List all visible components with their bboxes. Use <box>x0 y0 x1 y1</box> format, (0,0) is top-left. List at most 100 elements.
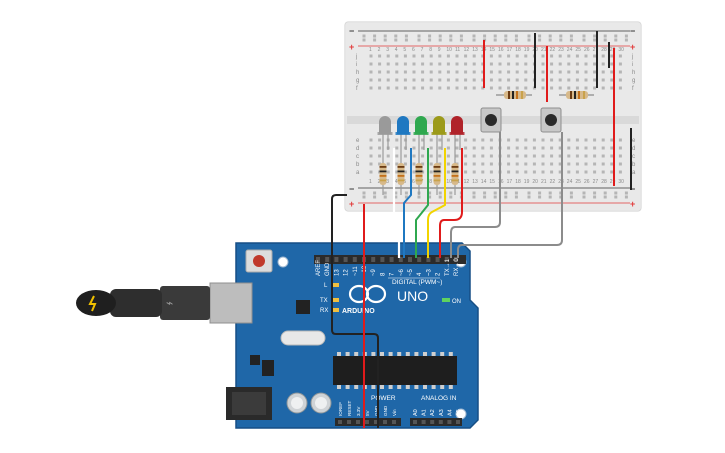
breadboard-hole[interactable] <box>515 86 519 90</box>
breadboard-hole[interactable] <box>567 170 571 174</box>
rail-hole[interactable] <box>514 34 518 38</box>
breadboard-hole[interactable] <box>386 170 390 174</box>
breadboard-hole[interactable] <box>386 62 390 66</box>
header-pin[interactable] <box>426 257 431 262</box>
rail-hole[interactable] <box>373 195 377 199</box>
breadboard-hole[interactable] <box>395 54 399 58</box>
breadboard-hole[interactable] <box>481 54 485 58</box>
breadboard-hole[interactable] <box>507 154 511 158</box>
breadboard-hole[interactable] <box>601 86 605 90</box>
header-pin[interactable] <box>347 420 351 424</box>
breadboard-hole[interactable] <box>438 70 442 74</box>
rail-hole[interactable] <box>493 195 497 199</box>
breadboard-hole[interactable] <box>395 146 399 150</box>
rail-hole[interactable] <box>472 191 476 195</box>
header-pin[interactable] <box>421 420 426 424</box>
breadboard-hole[interactable] <box>446 70 450 74</box>
header-pin[interactable] <box>338 420 342 424</box>
breadboard-hole[interactable] <box>429 62 433 66</box>
breadboard-hole[interactable] <box>524 78 528 82</box>
breadboard-hole[interactable] <box>446 154 450 158</box>
breadboard-hole[interactable] <box>550 146 554 150</box>
breadboard-hole[interactable] <box>429 54 433 58</box>
breadboard-hole[interactable] <box>584 62 588 66</box>
breadboard-hole[interactable] <box>618 154 622 158</box>
breadboard-hole[interactable] <box>618 146 622 150</box>
breadboard-hole[interactable] <box>507 146 511 150</box>
breadboard-hole[interactable] <box>575 78 579 82</box>
breadboard-hole[interactable] <box>515 146 519 150</box>
breadboard-hole[interactable] <box>575 70 579 74</box>
breadboard-hole[interactable] <box>507 78 511 82</box>
breadboard-hole[interactable] <box>489 162 493 166</box>
rail-hole[interactable] <box>449 195 453 199</box>
breadboard-hole[interactable] <box>584 54 588 58</box>
breadboard-hole[interactable] <box>455 146 459 150</box>
breadboard-hole[interactable] <box>489 78 493 82</box>
header-pin[interactable] <box>417 257 422 262</box>
breadboard-hole[interactable] <box>429 170 433 174</box>
breadboard-hole[interactable] <box>532 146 536 150</box>
breadboard-hole[interactable] <box>455 62 459 66</box>
rail-hole[interactable] <box>548 195 552 199</box>
rail-hole[interactable] <box>514 195 518 199</box>
breadboard-hole[interactable] <box>558 62 562 66</box>
rail-hole[interactable] <box>383 195 387 199</box>
breadboard-hole[interactable] <box>618 86 622 90</box>
breadboard-hole[interactable] <box>515 62 519 66</box>
breadboard-hole[interactable] <box>575 86 579 90</box>
breadboard-hole[interactable] <box>378 162 382 166</box>
breadboard-hole[interactable] <box>584 154 588 158</box>
breadboard-hole[interactable] <box>455 54 459 58</box>
breadboard-hole[interactable] <box>438 154 442 158</box>
breadboard-hole[interactable] <box>472 154 476 158</box>
rail-hole[interactable] <box>538 38 542 42</box>
breadboard-hole[interactable] <box>558 54 562 58</box>
breadboard-hole[interactable] <box>464 86 468 90</box>
breadboard-hole[interactable] <box>515 170 519 174</box>
breadboard-hole[interactable] <box>481 138 485 142</box>
breadboard-hole[interactable] <box>395 62 399 66</box>
breadboard-hole[interactable] <box>498 70 502 74</box>
rail-hole[interactable] <box>404 34 408 38</box>
header-pin[interactable] <box>334 257 339 262</box>
breadboard-hole[interactable] <box>386 78 390 82</box>
rail-hole[interactable] <box>417 34 421 38</box>
breadboard-hole[interactable] <box>446 78 450 82</box>
rail-hole[interactable] <box>514 38 518 42</box>
breadboard-hole[interactable] <box>395 70 399 74</box>
breadboard-hole[interactable] <box>524 70 528 74</box>
breadboard-hole[interactable] <box>412 54 416 58</box>
breadboard-hole[interactable] <box>550 170 554 174</box>
breadboard-hole[interactable] <box>601 146 605 150</box>
breadboard-hole[interactable] <box>403 162 407 166</box>
breadboard-hole[interactable] <box>567 146 571 150</box>
rail-hole[interactable] <box>624 34 628 38</box>
breadboard-hole[interactable] <box>550 138 554 142</box>
rail-hole[interactable] <box>538 195 542 199</box>
breadboard-hole[interactable] <box>507 86 511 90</box>
breadboard-hole[interactable] <box>421 54 425 58</box>
breadboard-hole[interactable] <box>481 170 485 174</box>
breadboard-hole[interactable] <box>558 78 562 82</box>
breadboard-hole[interactable] <box>524 62 528 66</box>
rail-hole[interactable] <box>582 195 586 199</box>
breadboard-hole[interactable] <box>515 162 519 166</box>
breadboard-hole[interactable] <box>593 138 597 142</box>
breadboard-hole[interactable] <box>481 86 485 90</box>
breadboard-hole[interactable] <box>369 146 373 150</box>
rail-hole[interactable] <box>472 34 476 38</box>
breadboard-hole[interactable] <box>515 78 519 82</box>
breadboard-hole[interactable] <box>567 70 571 74</box>
breadboard-hole[interactable] <box>412 78 416 82</box>
rail-hole[interactable] <box>449 191 453 195</box>
breadboard-hole[interactable] <box>541 170 545 174</box>
breadboard-hole[interactable] <box>610 62 614 66</box>
breadboard-hole[interactable] <box>378 70 382 74</box>
breadboard-hole[interactable] <box>369 78 373 82</box>
rail-hole[interactable] <box>548 191 552 195</box>
breadboard-hole[interactable] <box>610 154 614 158</box>
pushbutton-1[interactable] <box>480 107 502 133</box>
rail-hole[interactable] <box>404 191 408 195</box>
breadboard-hole[interactable] <box>481 146 485 150</box>
